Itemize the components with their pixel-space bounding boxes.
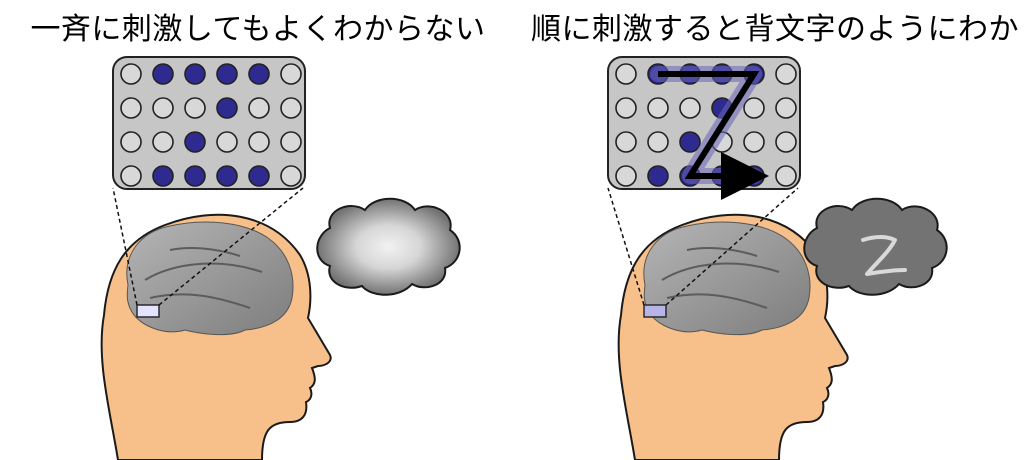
electrode-dot-active bbox=[152, 63, 174, 85]
electrode-dot-inactive bbox=[743, 131, 765, 153]
electrode-dot-inactive bbox=[120, 97, 142, 119]
electrode-dot-inactive bbox=[743, 97, 765, 119]
diagram-sequential bbox=[607, 56, 948, 460]
zoom-line-left bbox=[112, 187, 138, 306]
thought-cloud bbox=[803, 197, 948, 296]
diagram-simultaneous bbox=[100, 56, 461, 460]
electrode-dot-inactive bbox=[615, 131, 637, 153]
electrode-dot-inactive bbox=[248, 131, 270, 153]
electrode-dot-inactive bbox=[775, 165, 797, 187]
zoom-line-right bbox=[158, 187, 304, 306]
electrode-dot-inactive bbox=[120, 165, 142, 187]
electrode-dots bbox=[120, 63, 302, 187]
electrode-dot-inactive bbox=[152, 97, 174, 119]
electrode-dot-active bbox=[216, 97, 238, 119]
electrode-dot-inactive bbox=[184, 97, 206, 119]
electrode-dot-active bbox=[152, 165, 174, 187]
perceived-letter-z bbox=[861, 235, 907, 276]
electrode-dot-active bbox=[184, 131, 206, 153]
electrode-dot-inactive bbox=[615, 63, 637, 85]
electrode-dot-active bbox=[216, 165, 238, 187]
panel-simultaneous: 一斉に刺激してもよくわからない bbox=[0, 0, 516, 460]
electrode-array bbox=[643, 304, 667, 318]
electrode-dot-active bbox=[647, 165, 669, 187]
electrode-dot-inactive bbox=[280, 165, 302, 187]
caption-sequential: 順に刺激すると背文字のようにわかる bbox=[531, 12, 1019, 91]
electrode-dot-active bbox=[184, 63, 206, 85]
electrode-dot-active bbox=[679, 131, 701, 153]
electrode-dot-inactive bbox=[775, 63, 797, 85]
electrode-dot-inactive bbox=[152, 131, 174, 153]
electrode-dot-inactive bbox=[615, 165, 637, 187]
electrode-dot-inactive bbox=[679, 97, 701, 119]
electrode-dot-active bbox=[216, 63, 238, 85]
electrode-array bbox=[136, 304, 160, 318]
brain bbox=[643, 221, 811, 336]
electrode-dot-inactive bbox=[120, 131, 142, 153]
electrode-dot-inactive bbox=[280, 131, 302, 153]
electrode-dot-inactive bbox=[280, 97, 302, 119]
electrode-dot-active bbox=[248, 63, 270, 85]
electrode-grid bbox=[112, 56, 306, 190]
electrode-dot-inactive bbox=[216, 131, 238, 153]
electrode-dot-active bbox=[184, 165, 206, 187]
brain-folds bbox=[661, 247, 780, 309]
electrode-dot-inactive bbox=[248, 97, 270, 119]
stimulation-path-arrow bbox=[658, 71, 769, 200]
electrode-dot-inactive bbox=[775, 131, 797, 153]
caption-simultaneous: 一斉に刺激してもよくわからない bbox=[30, 12, 486, 47]
electrode-dot-inactive bbox=[775, 97, 797, 119]
brain-folds bbox=[144, 247, 263, 309]
zoom-line-right bbox=[665, 187, 799, 306]
brain bbox=[126, 221, 294, 336]
electrode-dot-inactive bbox=[647, 131, 669, 153]
electrode-dot-inactive bbox=[647, 97, 669, 119]
panel-sequential: 順に刺激すると背文字のようにわかる bbox=[517, 0, 1033, 460]
electrode-dot-active bbox=[248, 165, 270, 187]
thought-cloud bbox=[316, 197, 461, 296]
electrode-dot-inactive bbox=[120, 63, 142, 85]
electrode-dot-inactive bbox=[615, 97, 637, 119]
electrode-dot-inactive bbox=[280, 63, 302, 85]
